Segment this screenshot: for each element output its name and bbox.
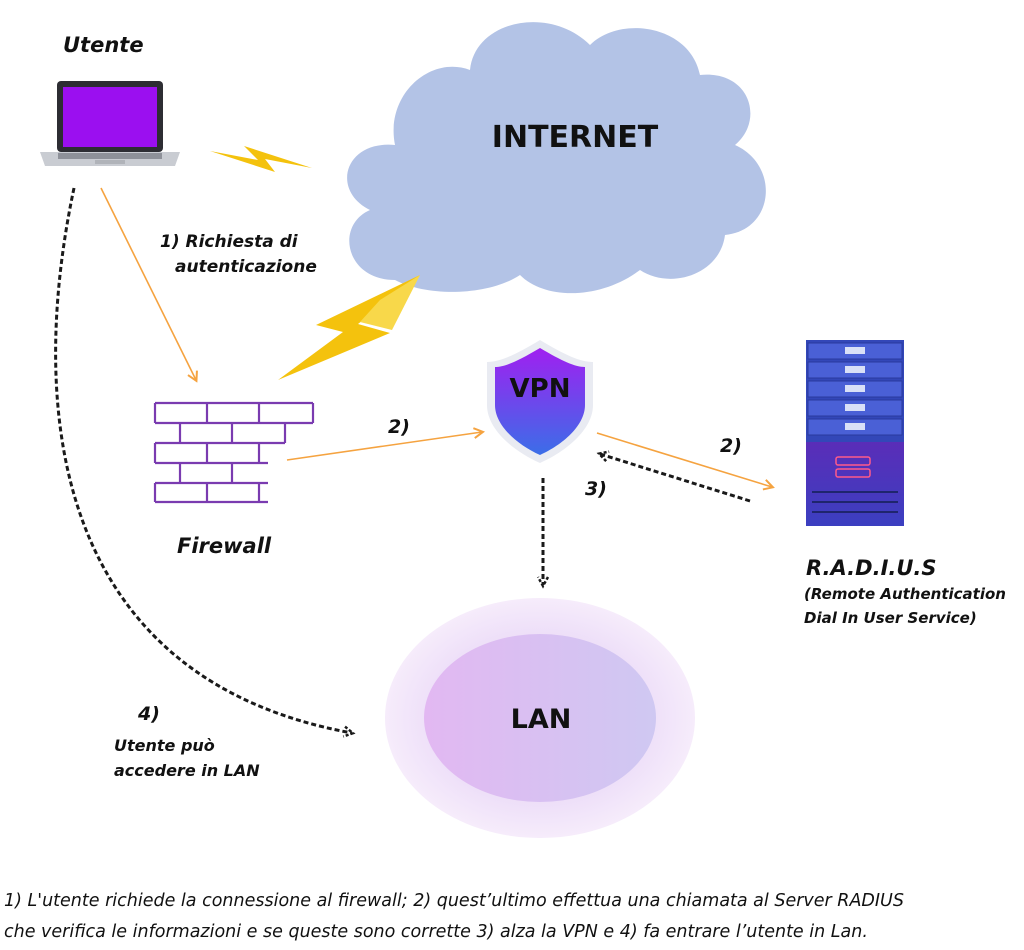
radius-label: R.A.D.I.U.S (806, 556, 937, 580)
arrow-step1 (100, 187, 196, 380)
internet-label: INTERNET (492, 120, 659, 155)
arrow-step2-firewall-vpn (286, 432, 482, 461)
step1-label-line2: autenticazione (175, 257, 317, 277)
step4-desc-line2: accedere in LAN (114, 761, 260, 780)
vpn-shield-icon (487, 340, 593, 463)
caption-line1: 1) L'utente richiede la connessione al f… (4, 891, 904, 911)
server-icon (806, 340, 904, 526)
lightning-icon (278, 275, 420, 380)
step2-label-a: 2) (388, 416, 410, 438)
firewall-label: Firewall (177, 534, 272, 558)
step1-label-line1: 1) Richiesta di (160, 232, 299, 252)
utente-label: Utente (63, 33, 144, 57)
lightning-icon (210, 146, 312, 172)
arrow-step4-utente-lan (54, 187, 352, 733)
caption-line2: che verifica le informazioni e se queste… (4, 922, 868, 942)
cloud-icon (347, 22, 766, 294)
firewall-icon (153, 401, 315, 504)
step4-label: 4) (137, 703, 160, 725)
lan-label: LAN (511, 704, 572, 735)
laptop-icon (40, 81, 180, 166)
arrow-step3-radius-vpn (600, 454, 751, 503)
radius-desc-line1: (Remote Authentication (804, 585, 1006, 603)
arrow-step2-vpn-radius (596, 432, 772, 487)
radius-desc-line2: Dial In User Service) (804, 609, 977, 627)
vpn-label: VPN (510, 374, 571, 404)
step3-label: 3) (585, 478, 607, 500)
lan-ellipse-icon (385, 598, 695, 838)
step2-label-b: 2) (720, 435, 742, 457)
step4-desc-line1: Utente può (114, 736, 215, 755)
